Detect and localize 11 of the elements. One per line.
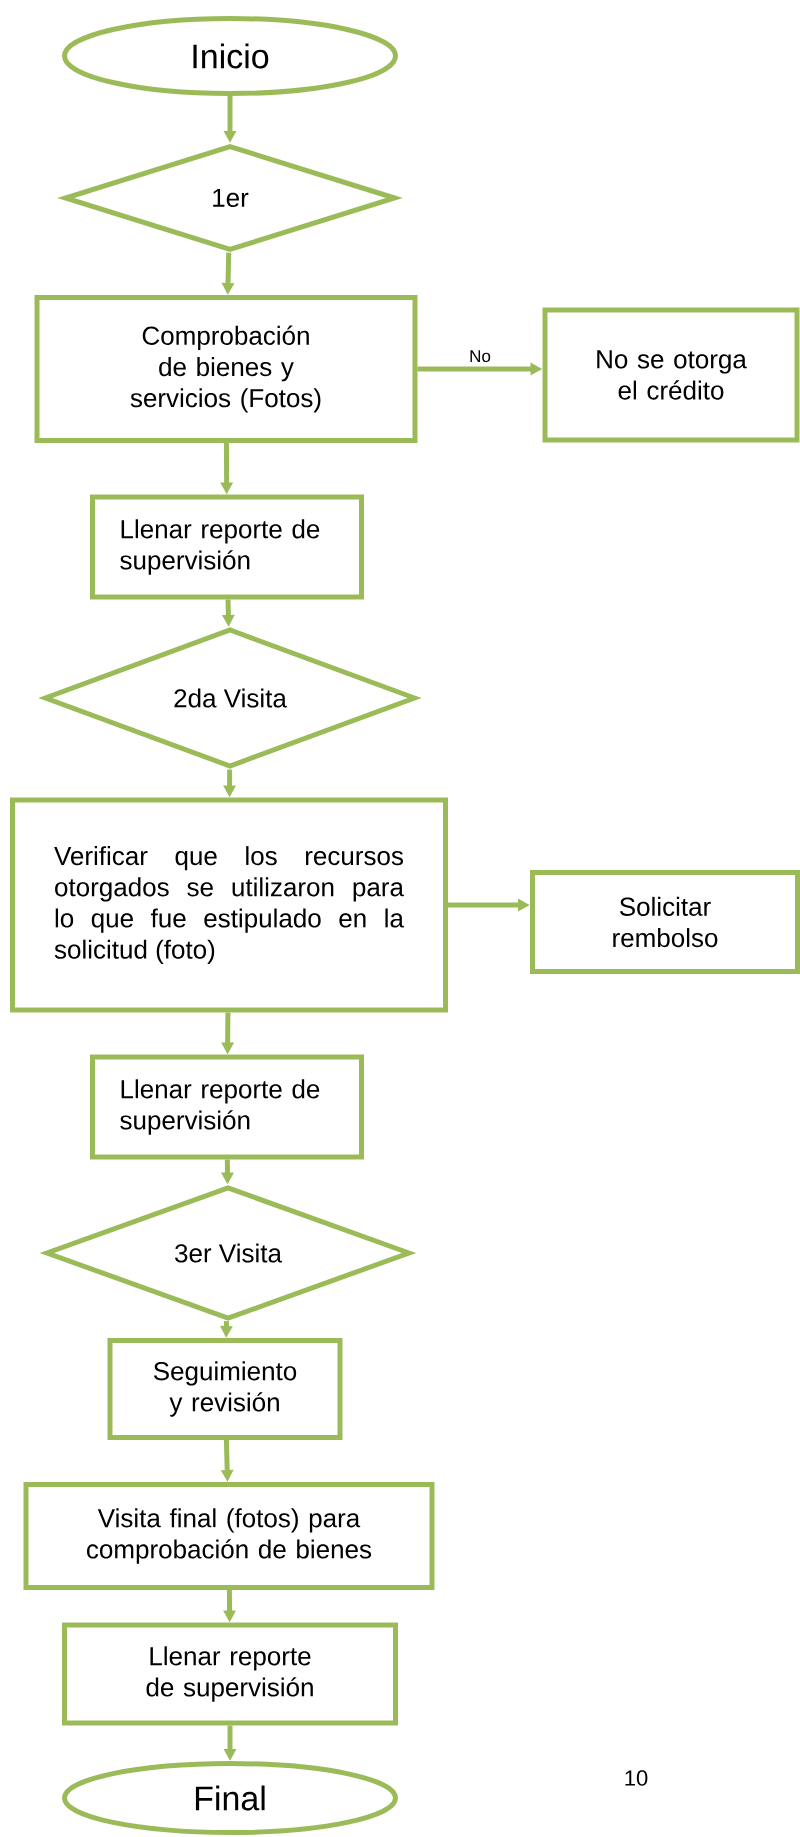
process-box: Visita final (fotos) para comprobación de bienes [23,1482,435,1590]
process-box: No se otorga el crédito [542,307,800,443]
process-box: Llenar reporte de supervisión [90,494,364,600]
process-box: Llenar reporte de supervisión [90,1054,364,1160]
page-number: 10 [625,1770,648,1786]
process-box: Llenar reporte de supervisión [62,1622,398,1726]
process-box: Comprobación de bienes y servicios (Fotos) [34,295,418,443]
process-box: Verificar que los recursos otorgados se utilizaron para lo que fue estipulado en la solicitud (foto) [10,797,448,1013]
edge-label: No [467,348,493,364]
process-box: Seguimiento y revisión [107,1338,343,1440]
process-box: Solicitar rembolso [530,870,800,974]
